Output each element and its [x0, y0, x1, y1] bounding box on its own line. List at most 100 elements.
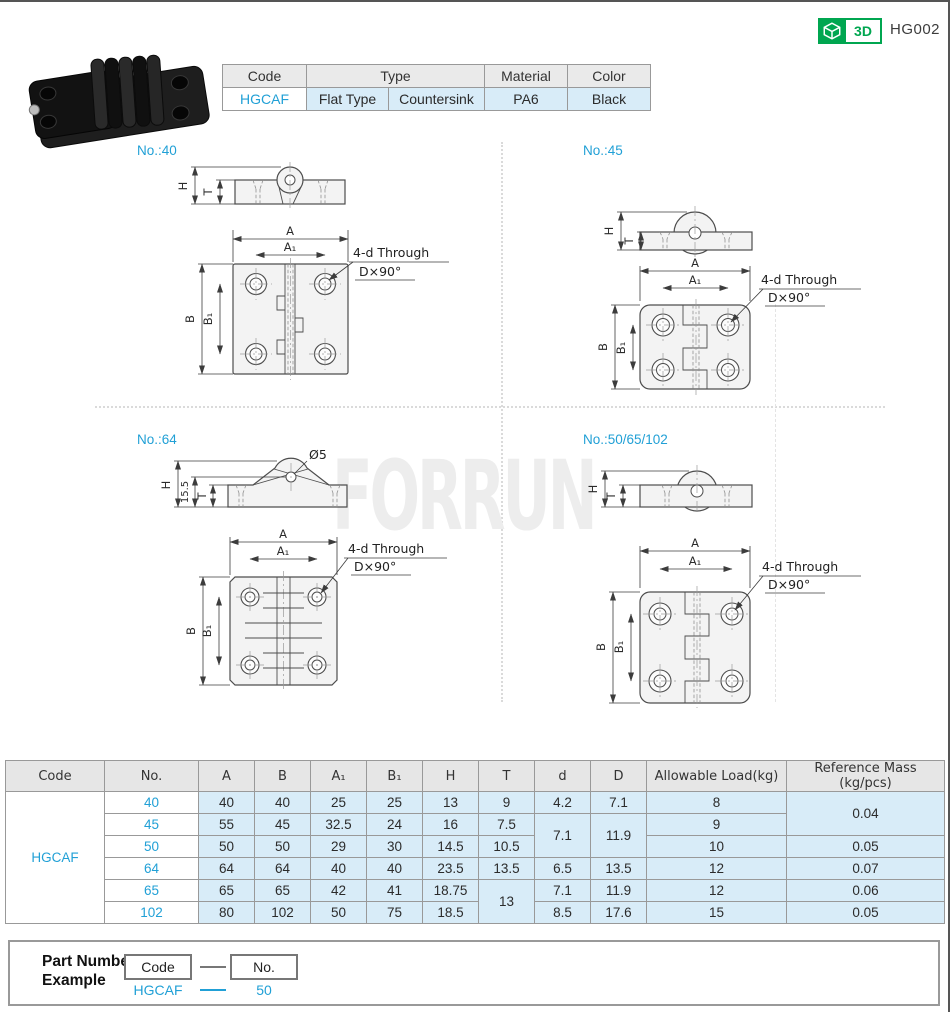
annotation-countersink: D×90°	[354, 559, 396, 574]
info-code-value[interactable]: HGCAF	[222, 87, 307, 111]
spec-cell: 40	[254, 791, 311, 814]
spec-cell: 0.04	[786, 791, 945, 836]
column-header-h: H	[422, 760, 479, 792]
info-header-row: Code Type Material Color	[222, 64, 651, 88]
spec-header-row: Code No. A B A₁ B₁ H T d D Allowable Loa…	[5, 760, 945, 792]
dim-label-b1: B₁	[200, 625, 214, 638]
info-header-color: Color	[567, 64, 651, 88]
spec-cell: 17.6	[590, 901, 647, 924]
dim-label-a: A	[691, 256, 699, 270]
spec-cell: 7.1	[534, 813, 591, 858]
annotation-pin-dia: Ø5	[309, 447, 327, 462]
part-number-example-code: HGCAF	[133, 982, 183, 998]
spec-cell: 7.5	[478, 813, 535, 836]
spec-cell: 13	[478, 879, 535, 924]
spec-cell: 0.07	[786, 857, 945, 880]
column-header-no: No.	[104, 760, 199, 792]
info-color-value: Black	[567, 87, 651, 111]
spec-no-cell[interactable]: 45	[104, 813, 199, 836]
info-type-flat: Flat Type	[306, 87, 389, 111]
spec-cell: 8	[646, 791, 787, 814]
column-header-a1: A₁	[310, 760, 367, 792]
dim-label-a1: A₁	[284, 240, 296, 254]
spec-cell: 0.06	[786, 879, 945, 902]
spec-cell: 25	[366, 791, 423, 814]
spec-no-cell[interactable]: 102	[104, 901, 199, 924]
spec-cell: 11.9	[590, 813, 647, 858]
spec-cell: 15	[646, 901, 787, 924]
table-row: 45 55 45 32.5 24 16 7.5 7.1 11.9 9	[6, 813, 945, 858]
spec-cell: 9	[478, 791, 535, 814]
spec-no-cell[interactable]: 65	[104, 879, 199, 902]
dim-label-h: H	[159, 481, 173, 490]
spec-cell: 30	[366, 835, 423, 858]
spec-cell: 11.9	[590, 879, 647, 902]
table-row: HGCAF 40 40 40 25 25 13 9 4.2 7.1 8 0.04	[5, 791, 945, 924]
dim-label-b: B	[596, 343, 610, 351]
dim-label-h: H	[602, 227, 616, 236]
spec-cell: 24	[366, 813, 423, 836]
column-header-mass: Reference Mass (kg/pcs)	[786, 760, 945, 792]
vertical-divider-right	[775, 294, 776, 702]
spec-cell: 41	[366, 879, 423, 902]
spec-cell: 102	[254, 901, 311, 924]
spec-cell: 50	[310, 901, 367, 924]
spec-cell: 25	[310, 791, 367, 814]
spec-code-cell[interactable]: HGCAF	[5, 791, 105, 924]
spec-cell: 4.2	[534, 791, 591, 814]
spec-cell: 0.05	[786, 835, 945, 858]
spec-cell: 80	[198, 901, 255, 924]
page-code: HG002	[890, 21, 941, 38]
vertical-divider	[501, 142, 503, 702]
spec-cell: 13.5	[590, 857, 647, 880]
info-header-type: Type	[306, 64, 485, 88]
table-row: 50 50 50 29 30 14.5 10.5 10 0.05	[6, 835, 945, 858]
table-row: 64 64 64 40 40 23.5 13.5 6.5 13.5 12 0.0…	[6, 857, 945, 880]
dim-label-a: A	[286, 224, 294, 238]
spec-cell: 75	[366, 901, 423, 924]
annotation-through: 4-d Through	[353, 245, 429, 260]
dim-label-b: B	[594, 643, 608, 651]
spec-cell: 40	[310, 857, 367, 880]
table-row: 65 65 65 42 41 18.75 13 7.1 11.9 12 0.06	[6, 879, 945, 924]
drawing-label-no64: No.:64	[137, 432, 177, 447]
part-number-example-box: Part Number Example Code No. HGCAF 50	[8, 940, 940, 1006]
spec-cell: 64	[198, 857, 255, 880]
dim-label-t: T	[201, 188, 215, 197]
spec-cell: 50	[198, 835, 255, 858]
dash-line-blue	[200, 989, 226, 991]
spec-cell: 9	[646, 813, 787, 836]
badge-3d-label: 3D	[846, 18, 882, 44]
column-header-d-small: d	[534, 760, 591, 792]
drawing-label-no50-65-102: No.:50/65/102	[583, 432, 668, 447]
dim-label-b: B	[184, 627, 198, 635]
product-photo-hinge	[28, 54, 210, 149]
badge-3d[interactable]: 3D	[818, 18, 882, 44]
info-header-code: Code	[222, 64, 307, 88]
dim-label-b1: B₁	[614, 342, 628, 355]
spec-cell: 10.5	[478, 835, 535, 858]
column-header-d-big: D	[590, 760, 647, 792]
part-number-example-title: Part Number Example	[42, 952, 135, 990]
annotation-countersink: D×90°	[768, 577, 810, 592]
dim-label-h: H	[176, 182, 190, 191]
spec-cell: 10	[646, 835, 787, 858]
spec-no-cell[interactable]: 64	[104, 857, 199, 880]
annotation-countersink: D×90°	[768, 290, 810, 305]
spec-no-cell[interactable]: 50	[104, 835, 199, 858]
spec-table: Code No. A B A₁ B₁ H T d D Allowable Loa…	[5, 760, 945, 924]
spec-cell: 13	[422, 791, 479, 814]
spec-cell: 7.1	[590, 791, 647, 814]
dim-label-a: A	[691, 536, 699, 550]
spec-no-cell[interactable]: 40	[104, 791, 199, 814]
info-table: Code Type Material Color HGCAF Flat Type…	[222, 64, 651, 111]
column-header-a: A	[198, 760, 255, 792]
dim-label-t: T	[604, 492, 618, 501]
drawing-no45: H T A A₁ B B₁ 4	[596, 206, 861, 395]
spec-cell: 32.5	[310, 813, 367, 836]
spec-cell: 16	[422, 813, 479, 836]
dash-line	[200, 966, 226, 968]
spec-cell: 65	[254, 879, 311, 902]
spec-cell: 23.5	[422, 857, 479, 880]
spec-cell: 29	[310, 835, 367, 858]
